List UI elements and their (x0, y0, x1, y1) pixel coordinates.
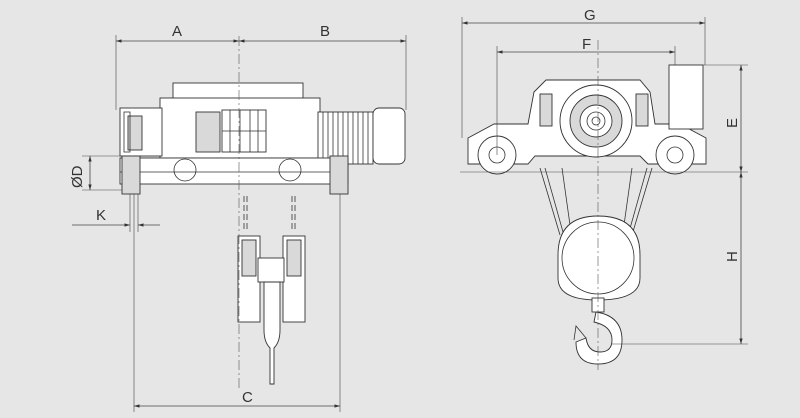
front-view (119, 36, 406, 390)
side-hook (575, 311, 623, 365)
dim-b-label: B (320, 23, 330, 40)
top-cover (172, 82, 304, 100)
dim-f-label: F (582, 36, 591, 53)
gearbox (195, 111, 221, 153)
motor-end (372, 107, 406, 165)
bracket-right (635, 93, 649, 127)
hook-crosshead (257, 257, 285, 283)
bogie-right (278, 158, 302, 182)
front-dimensions: A B ØD K C (69, 23, 407, 412)
dim-a-label: A (172, 23, 182, 40)
dim-g-label: G (584, 7, 596, 24)
side-ropes (539, 167, 653, 236)
side-motor-box (668, 64, 704, 130)
dim-k-label: K (96, 207, 106, 224)
dim-d-label: ØD (69, 165, 86, 188)
hook-block (237, 235, 306, 385)
dim-c-label: C (242, 389, 253, 406)
dim-e-label: E (724, 118, 741, 128)
side-hook-block (557, 215, 641, 301)
ropes (243, 196, 296, 232)
motor-fins (317, 111, 374, 165)
left-hub (127, 115, 143, 151)
side-dimensions: G F E H (460, 7, 748, 345)
side-view (467, 40, 707, 370)
rail-beam (119, 157, 349, 185)
side-wheel-right (655, 135, 695, 175)
wheel-left (121, 155, 141, 195)
hook-shank (263, 281, 281, 385)
dim-h-label: H (724, 251, 741, 262)
bogie-left (173, 158, 197, 182)
wheel-right (329, 155, 349, 195)
bracket-left (539, 93, 553, 127)
